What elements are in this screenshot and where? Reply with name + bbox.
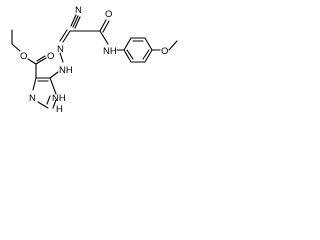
bond-o-methyl: [168, 40, 178, 51]
ester-carbonyl-oxygen-label: O: [47, 51, 54, 62]
amide-oxygen-label: O: [105, 9, 112, 20]
bond-o-ethyl-ch2: [11, 43, 21, 52]
bond-ester-o: [27, 58, 37, 65]
ring-n3-label: N: [29, 93, 36, 104]
ring-h-label: H: [56, 104, 63, 115]
ring-nh-label: NH: [52, 93, 66, 104]
hydrazone-n-label: N: [57, 44, 64, 55]
hydrazone-double-bond: [59, 29, 71, 43]
amide-nh-label: NH: [103, 46, 117, 57]
ester-oxygen-label: O: [20, 51, 27, 62]
chemical-structure-diagram: N O NH O N NH N NH H: [11, 5, 178, 115]
methoxy-oxygen-label: O: [161, 46, 168, 57]
nitrile-nitrogen-label: N: [75, 5, 82, 16]
phenyl-ring: [123, 37, 153, 63]
amide-carbonyl-bond: [99, 19, 110, 33]
bond-nh-imidazole: [49, 71, 59, 79]
bond-n-nh: [59, 52, 64, 63]
bond-amide-n: [99, 30, 109, 45]
imidazole-ring: [32, 77, 57, 109]
cyano-group: [70, 14, 81, 29]
hydrazone-nh-label: NH: [59, 65, 73, 76]
ester-carbonyl-bond: [35, 55, 47, 65]
